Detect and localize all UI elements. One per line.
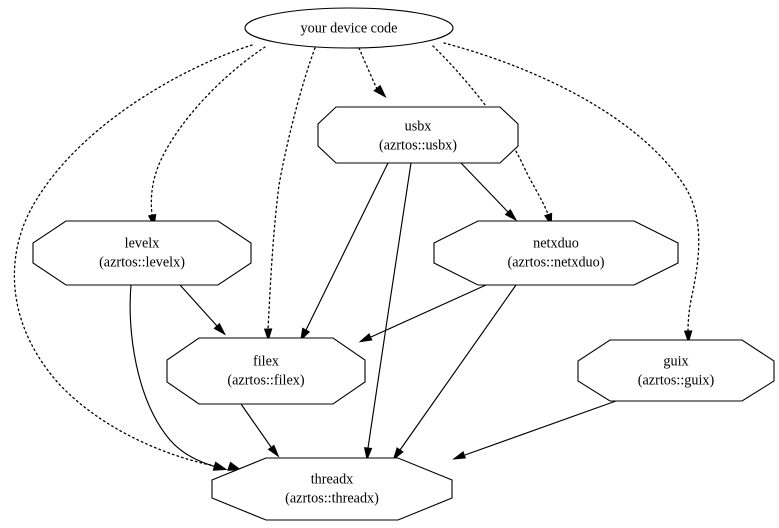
edge-path (305, 162, 389, 331)
edge-path (367, 162, 412, 449)
edge-path (150, 46, 266, 216)
node-shape-octagon (32, 220, 252, 286)
edge-path (240, 403, 272, 448)
node-label-filex-line1: filex (253, 353, 279, 369)
arrow-head (373, 84, 387, 99)
node-label-levelx-line1: levelx (125, 235, 160, 251)
node-levelx[interactable]: levelx (azrtos::levelx) (32, 220, 252, 286)
edge-path (267, 47, 316, 330)
node-usbx[interactable]: usbx (azrtos::usbx) (317, 106, 519, 164)
node-shape-octagon (211, 457, 453, 521)
node-label-netxduo-line1: netxduo (533, 235, 579, 251)
edge-netxduo-to-threadx (392, 284, 517, 461)
edge-path (460, 162, 509, 213)
edge-guix-to-threadx (452, 400, 617, 460)
edge-path (179, 284, 218, 327)
node-label-usbx-line1: usbx (405, 118, 432, 134)
node-layer: your device code usbx (azrtos::usbx) lev… (32, 7, 775, 521)
node-label-levelx-line2: (azrtos::levelx) (99, 254, 185, 270)
arrow-head (358, 333, 373, 343)
node-guix[interactable]: guix (azrtos::guix) (577, 339, 775, 402)
edge-usbx-to-filex (300, 162, 389, 342)
arrow-head (683, 330, 693, 344)
edge-netxduo-to-filex (358, 284, 487, 343)
edge-path (13, 44, 253, 467)
arrow-head (263, 328, 273, 342)
node-filex[interactable]: filex (azrtos::filex) (166, 337, 366, 405)
node-threadx[interactable]: threadx (azrtos::threadx) (211, 457, 453, 521)
node-shape-octagon (317, 106, 519, 164)
node-label-usbx-line2: (azrtos::usbx) (379, 137, 457, 153)
node-label-filex-line2: (azrtos::filex) (227, 372, 304, 388)
edge-levelx-to-filex (179, 284, 227, 336)
edge-device-to-levelx (147, 46, 266, 228)
edge-path (129, 284, 217, 468)
edge-device-to-usbx (358, 47, 387, 99)
edge-path (358, 47, 378, 90)
edge-filex-to-threadx (240, 403, 280, 458)
node-label-threadx-line2: (azrtos::threadx) (285, 490, 379, 506)
node-label-threadx-line1: threadx (311, 471, 354, 487)
node-label-guix-line1: guix (663, 353, 688, 369)
edge-levelx-to-threadx (129, 284, 243, 471)
edge-device-to-guix (443, 42, 700, 344)
arrow-head (452, 451, 466, 460)
node-label-your-device-code: your device code (301, 20, 398, 36)
edge-layer (13, 42, 700, 471)
arrow-head (504, 208, 518, 222)
node-label-netxduo-line2: (azrtos::netxduo) (508, 254, 605, 270)
edge-usbx-to-netxduo (460, 162, 518, 222)
node-shape-ellipse (244, 7, 454, 49)
node-shape-octagon (433, 220, 679, 286)
arrow-head (300, 327, 311, 342)
node-netxduo[interactable]: netxduo (azrtos::netxduo) (433, 220, 679, 286)
edge-usbx-to-threadx (363, 162, 412, 461)
node-your-device-code[interactable]: your device code (244, 7, 454, 49)
node-shape-octagon (166, 337, 366, 405)
arrow-head (227, 461, 243, 471)
arrow-head (392, 447, 404, 461)
arrow-head (267, 444, 280, 458)
node-label-guix-line2: (azrtos::guix) (638, 372, 715, 388)
edge-device-to-filex (263, 47, 316, 342)
edge-path (464, 400, 617, 456)
edge-path (399, 284, 517, 451)
edge-path (370, 284, 487, 338)
arrow-head (363, 447, 373, 461)
node-shape-octagon (577, 339, 775, 402)
arrow-head (213, 322, 227, 336)
edge-path (443, 42, 700, 332)
